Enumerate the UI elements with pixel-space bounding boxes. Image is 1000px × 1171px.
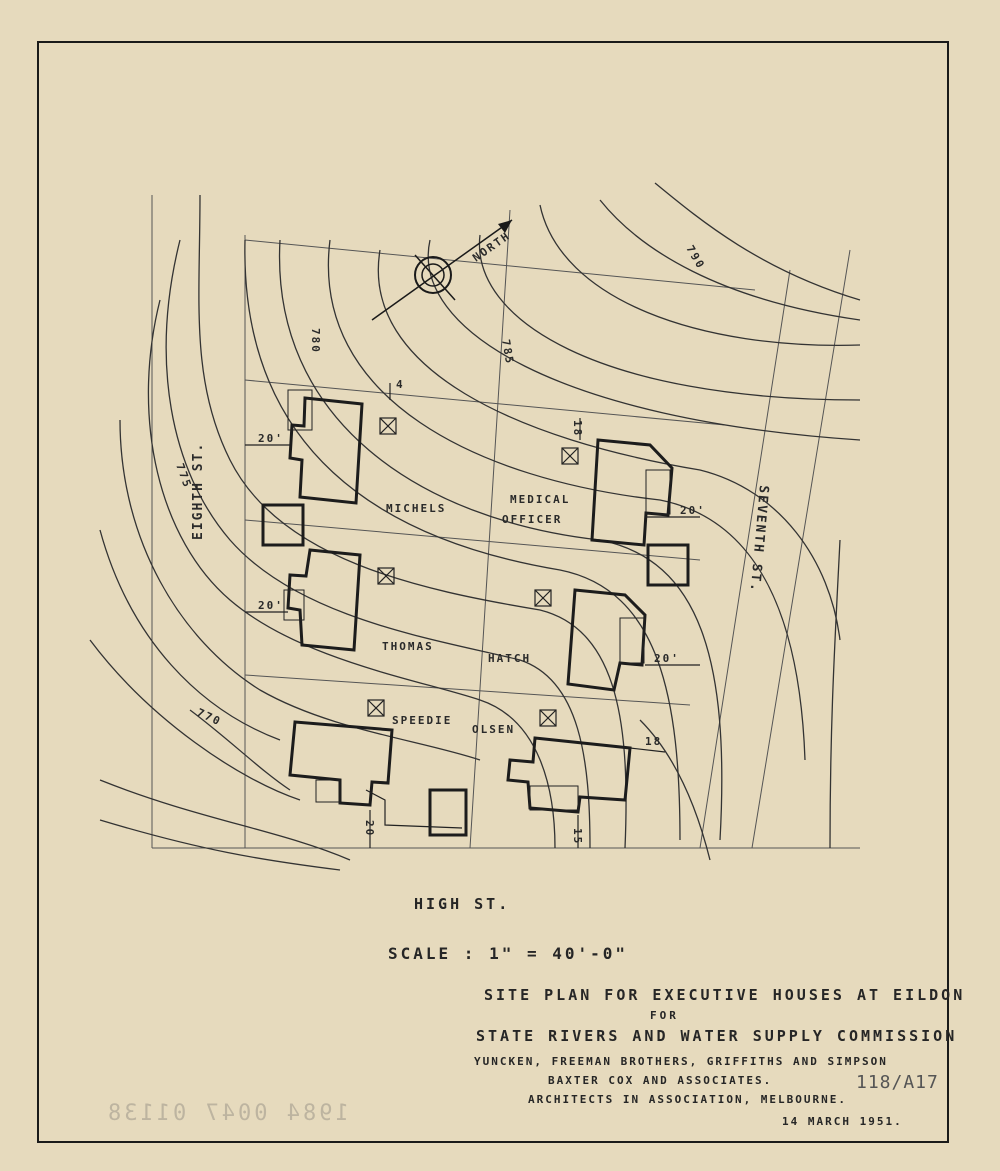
house-olsen: [506, 736, 632, 814]
house-michels: [261, 389, 364, 547]
reference-number: 118/A17: [856, 1072, 939, 1093]
title-line-2: FOR: [650, 1009, 679, 1022]
archive-stamp: 1984 0047 01138: [105, 1101, 349, 1126]
contour-label-780: 780: [309, 328, 322, 354]
dim-label: 15: [571, 828, 584, 845]
dim-label: 4: [396, 378, 405, 391]
house-hatch: [566, 588, 647, 692]
sheet-border: [37, 41, 949, 1143]
house-label-hatch: HATCH: [488, 652, 531, 665]
drawing-date: 14 MARCH 1951.: [782, 1115, 903, 1128]
house-speedie-garage: [428, 788, 468, 837]
house-label-officer: OFFICER: [502, 513, 562, 526]
title-line-3: STATE RIVERS AND WATER SUPPLY COMMISSION: [476, 1027, 958, 1045]
north-arrow-icon: [371, 219, 513, 321]
house-label-medical: MEDICAL: [510, 493, 570, 506]
dimension-lines: [245, 383, 700, 848]
site-boundary-lines: [151, 195, 860, 849]
contour-lines: [89, 182, 861, 871]
title-line-6: ARCHITECTS IN ASSOCIATION, MELBOURNE.: [528, 1093, 848, 1106]
dim-label: 20': [680, 504, 706, 517]
street-label-eighth: EIGHTH ST.: [191, 442, 206, 540]
title-line-1: SITE PLAN FOR EXECUTIVE HOUSES AT EILDON: [484, 986, 966, 1004]
house-label-michels: MICHELS: [386, 502, 446, 515]
house-michels-garage: [261, 503, 305, 547]
house-michels-hatch: [287, 389, 313, 431]
house-medical-officer: [590, 438, 690, 587]
title-line-4: YUNCKEN, FREEMAN BROTHERS, GRIFFITHS AND…: [474, 1055, 888, 1068]
house-label-thomas: THOMAS: [382, 640, 434, 653]
title-line-5: BAXTER COX AND ASSOCIATES.: [548, 1074, 773, 1087]
dim-label: 20: [363, 820, 376, 837]
contour-label-790: 790: [683, 243, 707, 272]
house-thomas: [283, 548, 362, 652]
contour-label-785: 785: [499, 338, 516, 366]
house-label-speedie: SPEEDIE: [392, 714, 452, 727]
dim-label: 20': [258, 599, 284, 612]
dim-label: 18: [645, 735, 662, 748]
scale-note: SCALE : 1" = 40'-0": [388, 944, 629, 963]
house-label-olsen: OLSEN: [472, 723, 515, 736]
dim-label: 20': [654, 652, 680, 665]
house-medical-garage: [646, 543, 690, 587]
house-speedie: [288, 720, 468, 837]
street-label-seventh: SEVENTH ST.: [747, 485, 771, 594]
tree-symbols: [367, 417, 579, 727]
dim-label: 18: [571, 420, 584, 437]
dim-label: 20': [258, 432, 284, 445]
street-label-high: HIGH ST.: [414, 895, 511, 913]
